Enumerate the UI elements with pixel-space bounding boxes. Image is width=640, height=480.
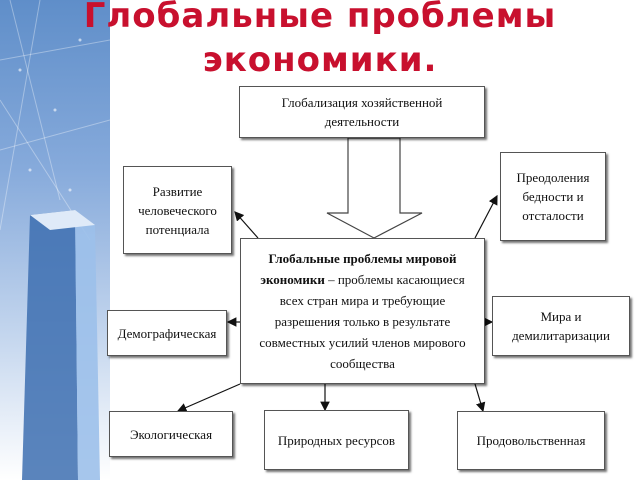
global-problems-definition-box: Глобальные проблемы мировой экономики – … bbox=[240, 238, 485, 384]
natural-resources-box: Природных ресурсов bbox=[264, 410, 409, 470]
arrow-to-food bbox=[474, 383, 486, 413]
title-line-1: Глобальные проблемы bbox=[83, 0, 557, 36]
food-box: Продовольственная bbox=[457, 411, 605, 470]
big-down-arrow bbox=[326, 137, 423, 239]
definition-text: – проблемы касающиеся всех стран мира и … bbox=[259, 272, 466, 371]
slide-title: Глобальные проблемы экономики. bbox=[40, 0, 600, 82]
arrow-to-poverty bbox=[474, 194, 498, 239]
ecological-box: Экологическая bbox=[109, 411, 233, 457]
poverty-box: Преодоления бедности и отсталости bbox=[500, 152, 606, 241]
arrow-to-ecological bbox=[176, 383, 241, 413]
globalization-box: Глобализация хозяйственной деятельности bbox=[239, 86, 485, 138]
arrow-to-human-potential bbox=[234, 211, 259, 239]
human-potential-box: Развитие человеческого потенциала bbox=[123, 166, 232, 254]
definition-term: Глобальные проблемы мировой экономики bbox=[260, 251, 457, 287]
demographic-box: Демографическая bbox=[107, 310, 227, 356]
decorative-tower-background bbox=[0, 0, 110, 480]
peace-box: Мира и демилитаризации bbox=[492, 296, 630, 356]
title-line-2: экономики. bbox=[202, 40, 438, 80]
